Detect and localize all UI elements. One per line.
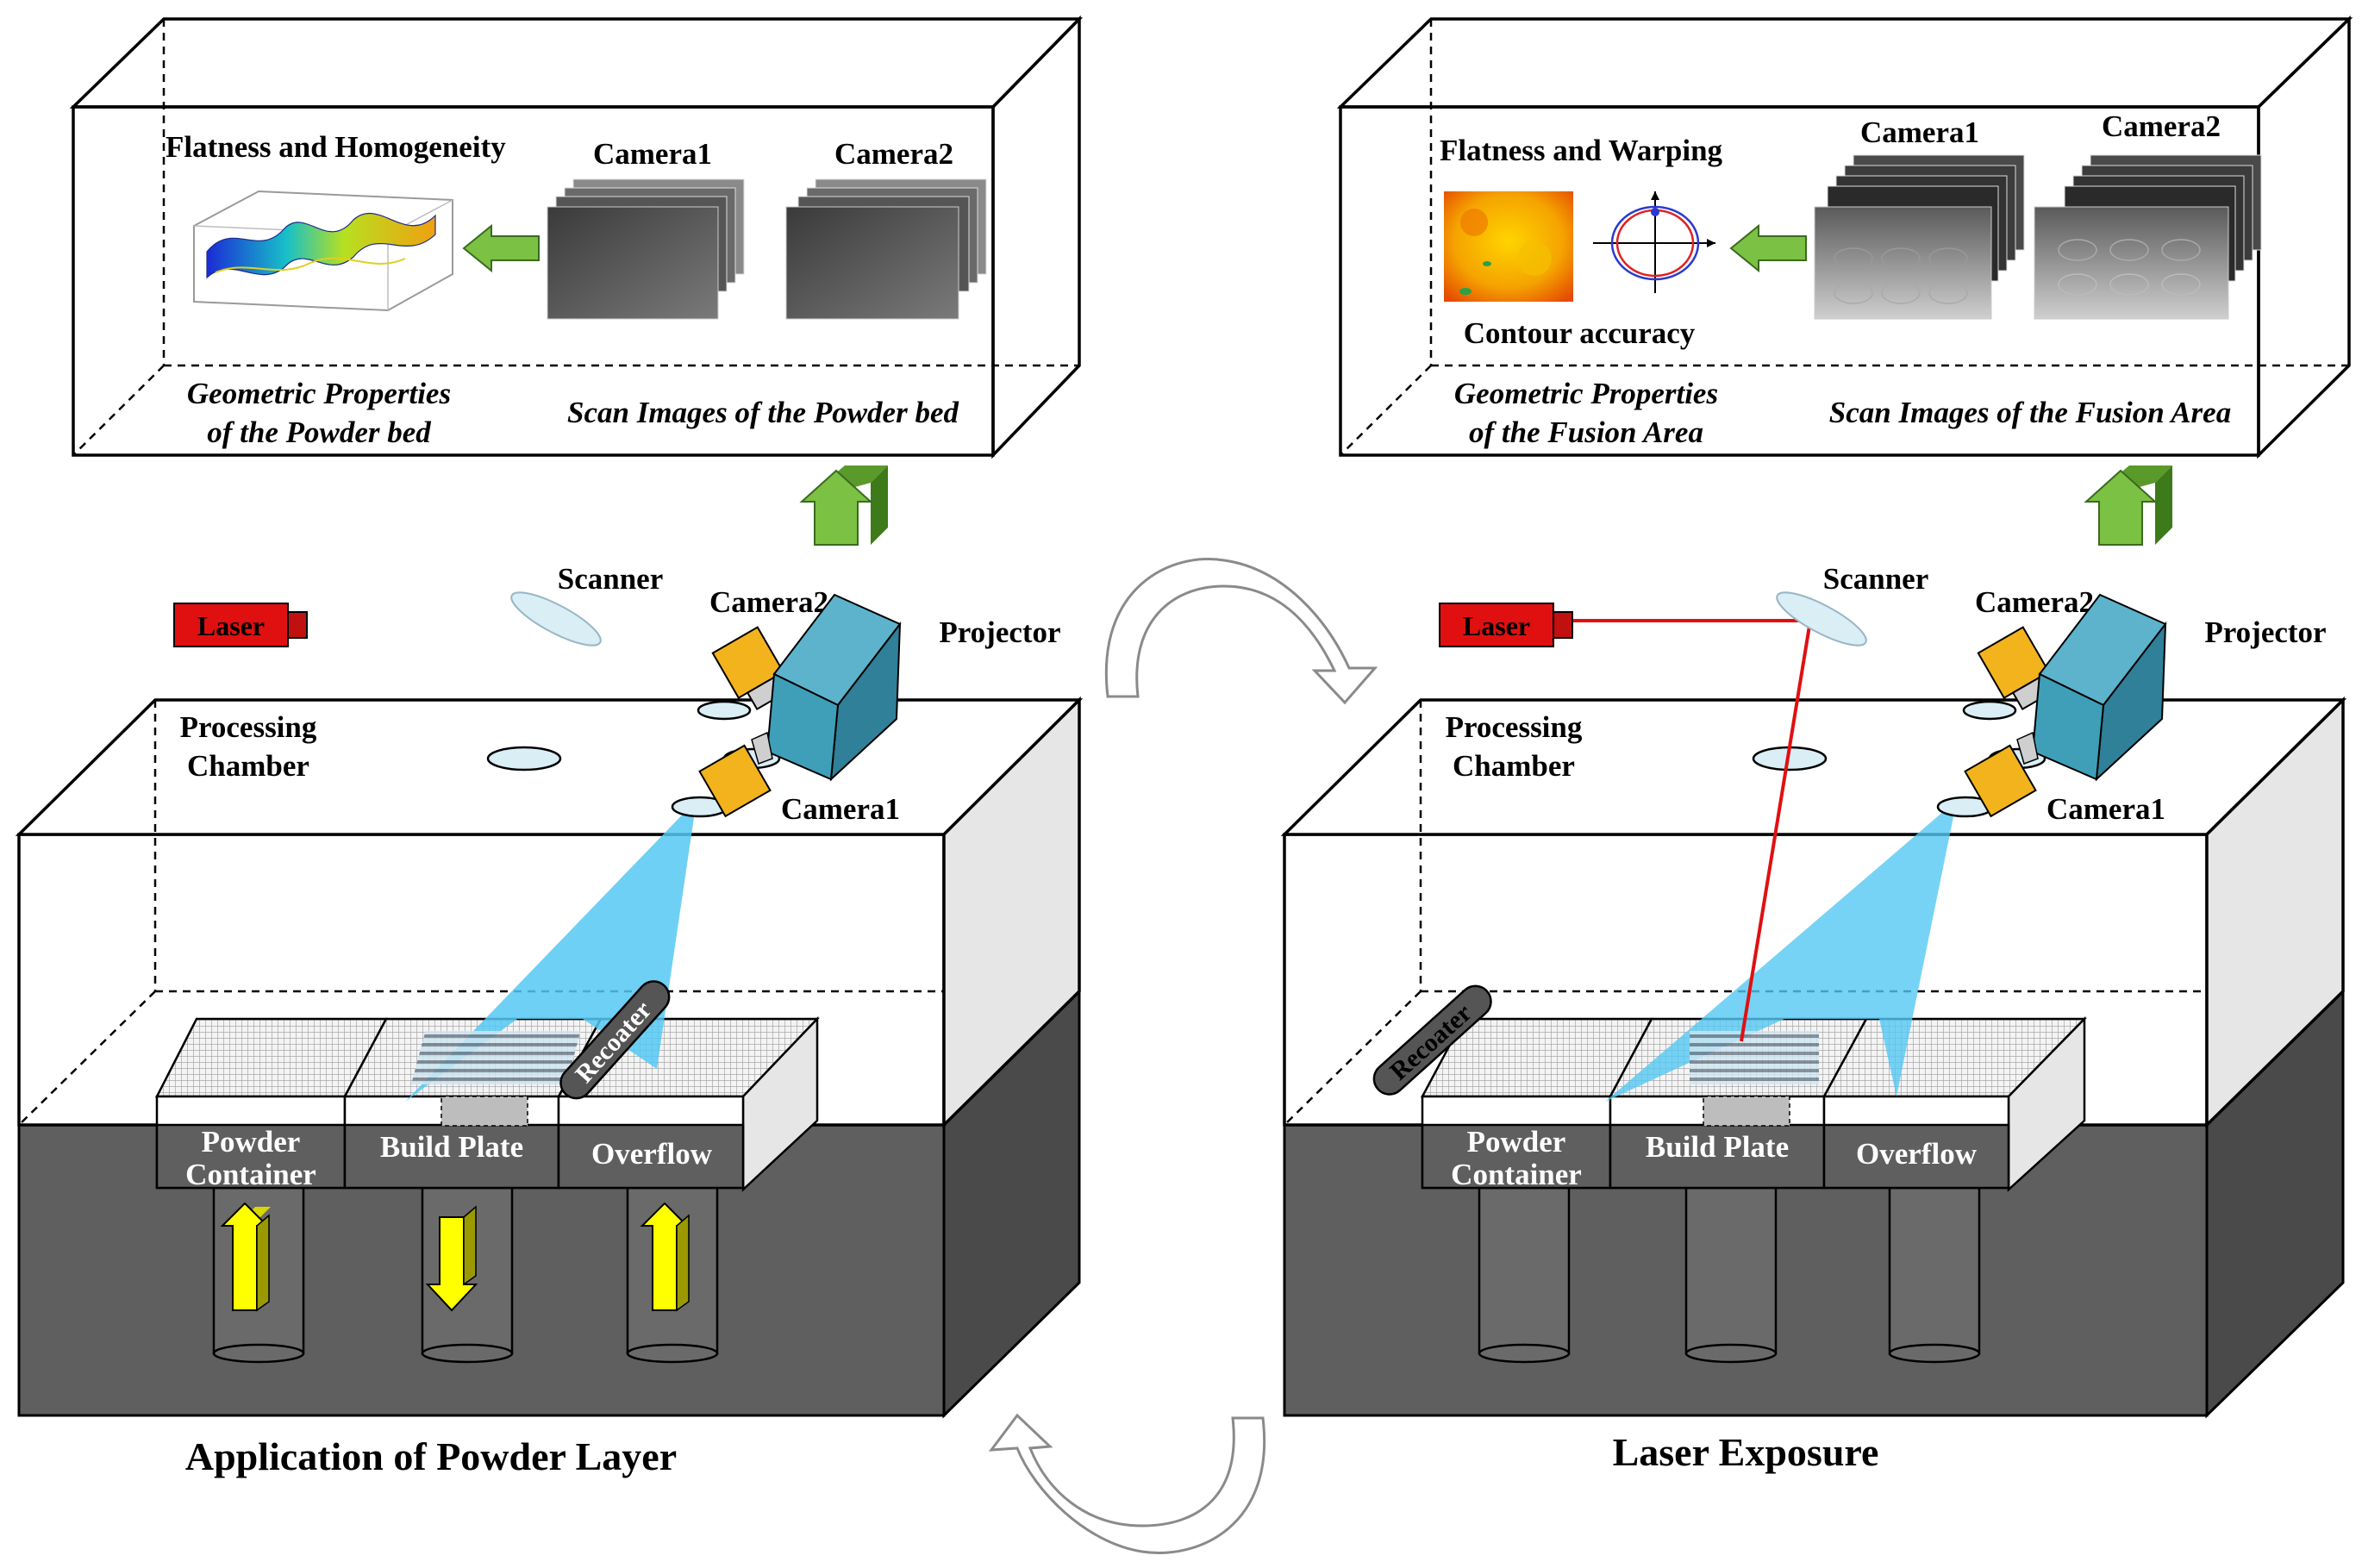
left-box-heading: Flatness and Homogeneity [166,130,506,164]
right-laser-label: Laser [1463,610,1530,641]
right-projector-device [2016,593,2167,782]
right-laser: Laser [1439,603,1573,647]
right-chamber-label-line1: Processing [1446,710,1583,744]
right-camera2-window [1962,700,2017,721]
right-cylinders [1478,1186,1981,1364]
left-projector-label: Projector [939,615,1060,649]
right-camera1-scan-stack [1814,154,2025,320]
left-up-arrow [799,465,888,546]
right-panel-title: Laser Exposure [1613,1430,1879,1474]
left-caption-geometric-line1: Geometric Properties [187,377,451,410]
left-laser-label: Laser [197,610,265,641]
left-box-camera1-label: Camera1 [593,137,712,171]
surface-plot-figure [193,190,453,312]
right-powder-label-line1: Powder [1467,1125,1566,1159]
left-caption-geometric-line2: of the Powder bed [207,415,431,449]
right-caption-geometric-line1: Geometric Properties [1454,377,1718,410]
left-overflow-label: Overflow [591,1137,713,1171]
right-chamber-label-line2: Chamber [1453,749,1575,783]
right-scanner-label: Scanner [1823,562,1929,596]
contour-accuracy-plot [1593,191,1715,293]
left-projector-device [751,593,902,782]
right-camera2-device [1977,626,2051,710]
right-build-plate-label: Build Plate [1646,1130,1789,1164]
left-camera1-scan-stack [547,178,745,320]
left-analysis-box: Flatness and Homogeneity Camera1 Camera2 [69,15,1084,459]
left-panel-title: Application of Powder Layer [185,1434,677,1478]
left-scanner-window [486,746,562,772]
right-camera2-scan-stack [2034,154,2262,320]
right-analysis-box: Flatness and Warping Camera1 Camera2 Con… [1336,15,2353,459]
left-camera1-label: Camera1 [781,792,900,826]
right-box-camera1-label: Camera1 [1860,116,1979,149]
right-camera2-label: Camera2 [1975,585,2094,619]
right-projector-label: Projector [2204,615,2326,649]
left-caption-scan-images: Scan Images of the Powder bed [567,396,959,429]
right-powder-label-line2: Container [1451,1158,1582,1191]
left-scanner-label: Scanner [558,562,664,596]
left-box-arrow-left [462,223,540,273]
right-camera1-device [1964,744,2037,818]
cycle-arrow-bottom [988,1413,1266,1554]
left-chamber-label-line2: Chamber [187,749,309,783]
right-projection-beam [1605,800,1957,1102]
right-box-camera2-label: Camera2 [2102,109,2221,143]
left-camera1-device [698,744,772,818]
right-fringe-pattern [1690,1031,1819,1084]
right-machine: Recoater Powder Container Build Plate Ov… [1280,619,2347,1419]
left-platform [154,1015,820,1192]
contour-accuracy-label: Contour accuracy [1464,316,1696,350]
right-up-arrow [2084,465,2172,546]
left-camera2-window [697,700,752,721]
flatness-heatmap [1444,191,1573,302]
left-camera2-label: Camera2 [709,585,828,619]
left-fringe-pattern [410,1031,581,1084]
cycle-arrow-top [1104,558,1378,705]
left-machine: Recoater Powder Container Build Plate Ov… [15,696,1084,1419]
left-build-plate-label: Build Plate [380,1130,523,1164]
left-box-camera2-label: Camera2 [834,137,953,171]
right-scanner-mirror [1776,591,1867,647]
left-camera2-device [711,626,785,710]
left-scanner-mirror [510,591,602,647]
right-caption-scan-images: Scan Images of the Fusion Area [1829,396,2231,429]
right-camera1-label: Camera1 [2046,792,2165,826]
left-chamber-label-line1: Processing [180,710,317,744]
right-overflow-label: Overflow [1856,1137,1978,1171]
left-laser: Laser [173,603,308,647]
right-box-arrow-left [1729,223,1807,273]
left-powder-label-line1: Powder [202,1125,301,1159]
left-camera2-scan-stack [785,178,987,320]
right-box-heading: Flatness and Warping [1440,134,1723,167]
left-powder-label-line2: Container [185,1158,316,1191]
right-caption-geometric-line2: of the Fusion Area [1469,415,1703,449]
left-yellow-arrows [220,1202,690,1312]
